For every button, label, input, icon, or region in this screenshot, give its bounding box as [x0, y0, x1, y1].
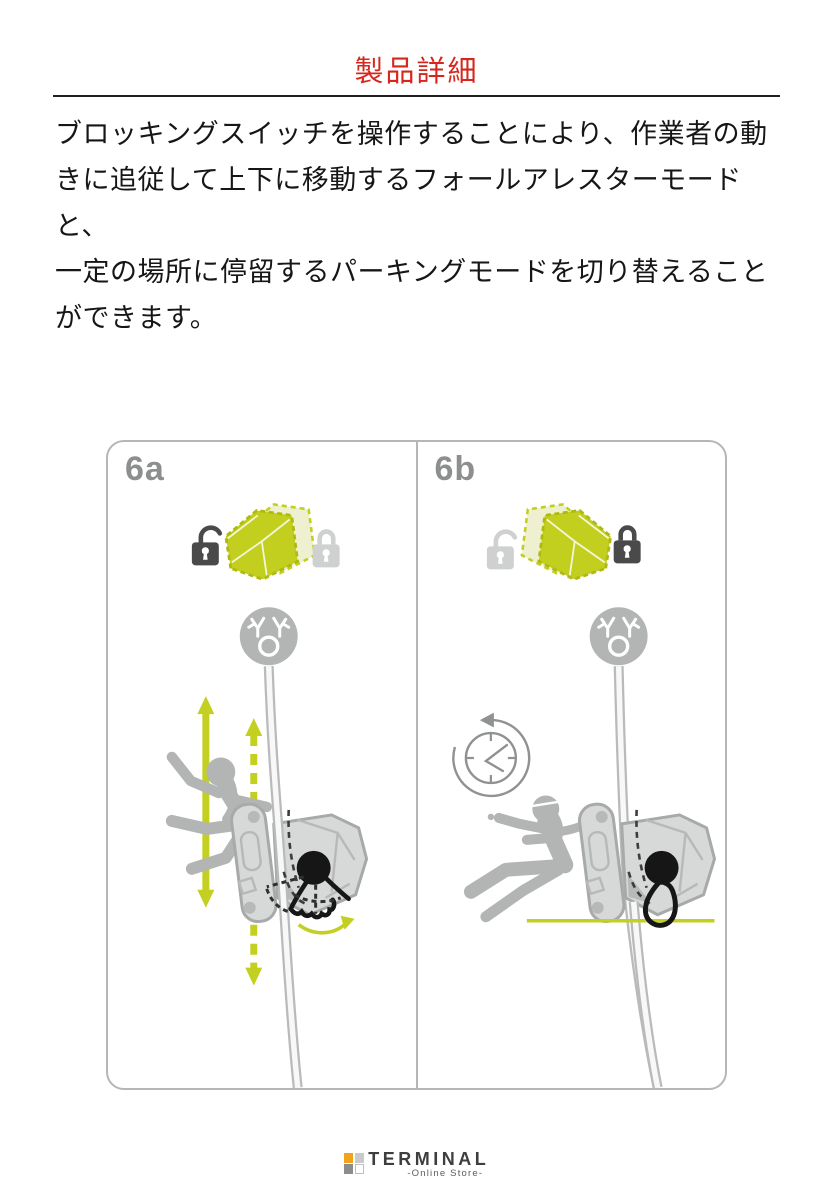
store-logo[interactable]: TERMINAL -Online Store- — [343, 1149, 490, 1179]
rope — [263, 665, 303, 1088]
page-title: 製品詳細 — [354, 56, 479, 88]
blocking-switch-left-icon — [224, 503, 317, 581]
rope-path-dashes — [282, 809, 307, 905]
unlocked-padlock-icon — [486, 532, 514, 570]
instruction-figure: 6a — [106, 440, 727, 1090]
rotation-arrow — [297, 921, 348, 935]
product-description: ブロッキングスイッチを操作することにより、作業者の動 きに追従して上下に移動する… — [55, 111, 789, 341]
seated-worker-silhouette — [470, 795, 592, 916]
description-line: ブロッキングスイッチを操作することにより、作業者の動 — [55, 119, 768, 149]
parking-mode-illustration — [451, 503, 716, 1088]
rope-path-dashes — [626, 809, 654, 907]
locked-padlock-icon — [313, 532, 340, 568]
store-brand-name: TERMINAL — [368, 1149, 490, 1169]
description-line: きに追従して上下に移動するフォールアレスターモードと、 — [55, 165, 742, 241]
panel-label-6b: 6b — [434, 450, 477, 488]
panel-6b-parking-mode: 6b — [418, 442, 726, 1088]
rope-tail — [628, 901, 663, 1088]
section-header: 製品詳細 — [0, 0, 833, 97]
panel-6a-fall-arrester-mode: 6a — [108, 442, 416, 1088]
blocking-switch-wheel — [265, 850, 355, 935]
locked-padlock-icon — [613, 528, 640, 564]
blocking-switch-wheel — [642, 850, 679, 928]
clock-history-icon — [451, 711, 530, 798]
panel-divider — [415, 442, 418, 1088]
panel-label-6a: 6a — [125, 450, 165, 488]
footer: TERMINAL -Online Store- — [0, 1150, 833, 1179]
title-underline — [53, 95, 780, 97]
unlocked-padlock-icon — [192, 528, 220, 566]
store-logo-icon — [343, 1153, 365, 1174]
description-line: ができます。 — [55, 303, 218, 333]
anchor-icon — [587, 605, 649, 667]
store-tagline: -Online Store- — [407, 1168, 484, 1179]
blocking-switch-right-icon — [519, 503, 612, 581]
fall-arrester-mode-illustration — [108, 503, 369, 1088]
anchor-icon — [238, 605, 300, 667]
description-line: 一定の場所に停留するパーキングモードを切り替えること — [55, 257, 769, 287]
